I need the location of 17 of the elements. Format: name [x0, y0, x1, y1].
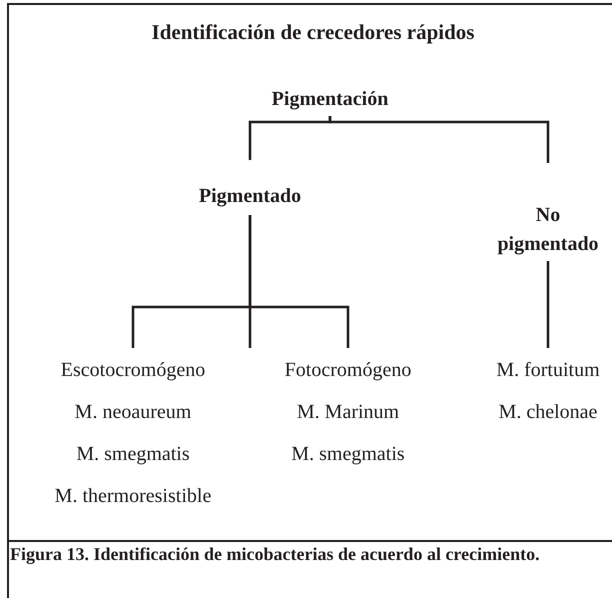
species-label: M. Marinum — [296, 400, 400, 425]
tree-connector — [248, 215, 350, 348]
figure-caption: Figura 13. Identificación de micobacterias de acuerdo al crecimiento. — [10, 544, 541, 565]
category-label: No pigmentado — [496, 203, 600, 257]
tree-connector — [546, 261, 550, 348]
species-label: M. chelonae — [498, 400, 598, 425]
species-label: M. fortuitum — [496, 358, 600, 383]
species-label: Fotocromógeno — [284, 358, 412, 383]
category-label: Pigmentado — [198, 184, 302, 209]
tree-connector — [328, 116, 550, 163]
species-label: M. smegmatis — [75, 442, 191, 467]
species-label: M. thermoresistible — [54, 484, 212, 509]
species-label: Escotocromógeno — [60, 358, 206, 383]
species-label: M. neoaureum — [74, 400, 192, 425]
category-label: Pigmentación — [272, 87, 388, 112]
species-label: M. smegmatis — [290, 442, 406, 467]
diagram-title: Identificación de crecedores rápidos — [150, 20, 476, 45]
